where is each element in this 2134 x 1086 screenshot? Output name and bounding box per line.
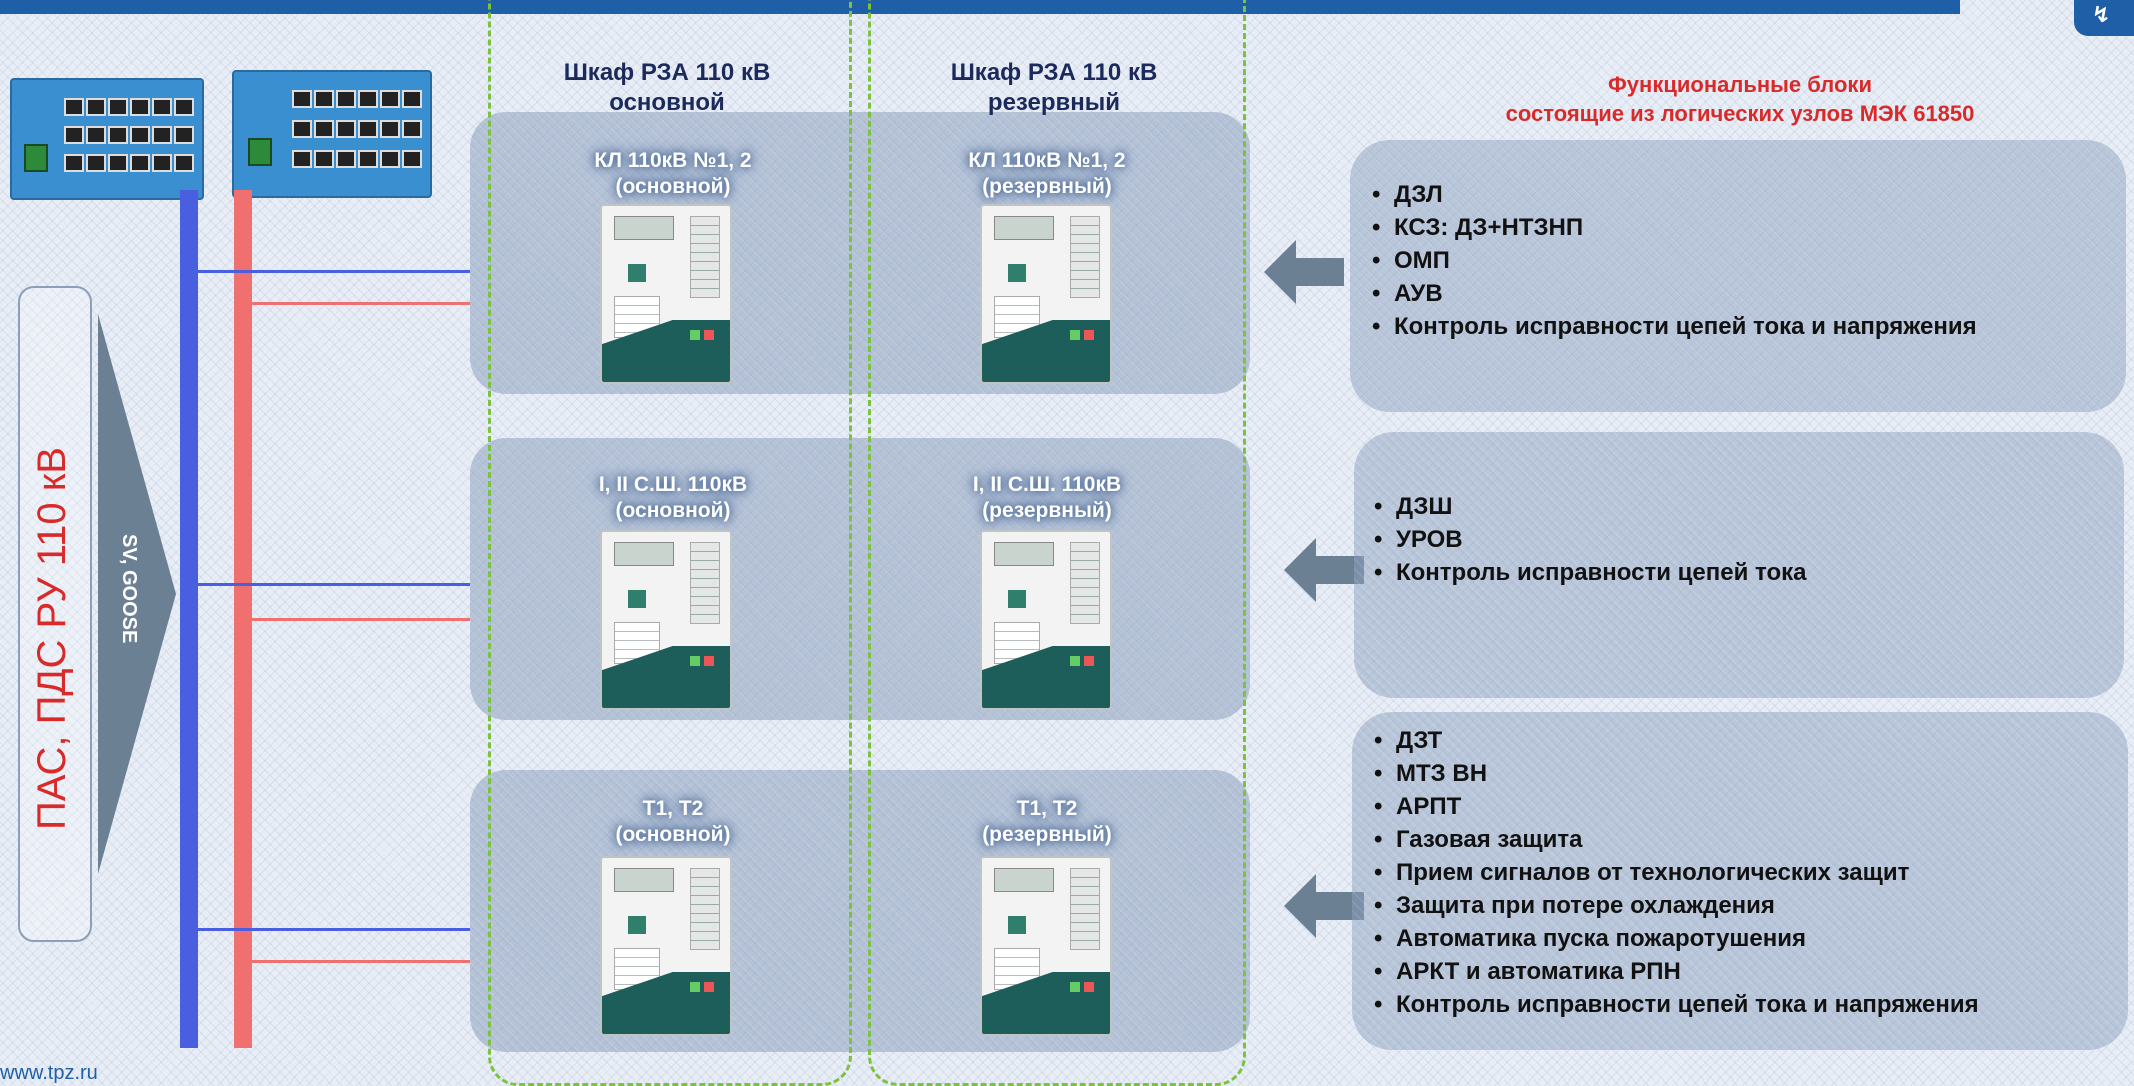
functional-block-lines: ДЗЛ КСЗ: ДЗ+НТЗНП ОМП АУВ Контроль испра… [1350, 140, 2126, 412]
device-label: КЛ 110кВ №1, 2(основной) [594, 149, 752, 198]
left-label-frame [18, 286, 92, 942]
left-label: ПАС, ПДС РУ 110 кВ [30, 447, 74, 830]
list-item: Защита при потере охлаждения [1374, 889, 1979, 922]
footer-url[interactable]: www.tpz.ru [0, 1062, 98, 1084]
relay-terminal-icon [980, 204, 1112, 384]
list-item: ДЗШ [1374, 490, 1807, 523]
device-label: Т1, Т2(основной) [615, 797, 731, 846]
relay-terminal-icon [980, 530, 1112, 710]
link-line [252, 618, 470, 621]
list-item: АРПТ [1374, 790, 1979, 823]
functional-blocks-title: Функциональные блоки состоящие из логиче… [1505, 72, 1975, 126]
list-item: КСЗ: ДЗ+НТЗНП [1372, 211, 1977, 244]
left-arrow-icon [1264, 240, 1344, 304]
arrow-label: SV, GOOSE [118, 534, 140, 644]
list-item: ОМП [1372, 244, 1977, 277]
list-item: Автоматика пуска пожаротушения [1374, 922, 1979, 955]
left-arrow-icon [1284, 874, 1364, 938]
list-item: ДЗТ [1374, 724, 1979, 757]
network-switch-icon [232, 70, 432, 198]
list-item: ДЗЛ [1372, 178, 1977, 211]
device-label: I, II С.Ш. 110кВ(резервный) [972, 473, 1122, 522]
list-item: АРКТ и автоматика РПН [1374, 955, 1979, 988]
left-arrow-icon [1284, 538, 1364, 602]
device-label: КЛ 110кВ №1, 2(резервный) [968, 149, 1126, 198]
functional-block-transformers: ДЗТ МТЗ ВН АРПТ Газовая защита Прием сиг… [1352, 712, 2128, 1050]
list-item: Контроль исправности цепей тока и напряж… [1374, 988, 1979, 1021]
corner-logo-icon: ↯ [2074, 0, 2134, 36]
link-line [198, 270, 470, 273]
link-line [252, 960, 470, 963]
relay-terminal-icon [980, 856, 1112, 1036]
relay-terminal-icon [600, 856, 732, 1036]
link-line [198, 928, 470, 931]
network-switch-icon [10, 78, 204, 200]
list-item: МТЗ ВН [1374, 757, 1979, 790]
relay-terminal-icon [600, 530, 732, 710]
functional-block-busbars: ДЗШ УРОВ Контроль исправности цепей тока [1354, 432, 2124, 698]
reserve-bus [234, 190, 252, 1048]
list-item: Контроль исправности цепей тока [1374, 556, 1807, 589]
list-item: АУВ [1372, 277, 1977, 310]
cabinet-primary-title: Шкаф РЗА 110 кВ основной [563, 59, 771, 116]
primary-bus [180, 190, 198, 1048]
link-line [252, 302, 470, 305]
relay-terminal-icon [600, 204, 732, 384]
device-row-band [470, 112, 1250, 394]
cabinet-reserve-title: Шкаф РЗА 110 кВ резервный [950, 59, 1158, 116]
link-line [198, 583, 470, 586]
list-item: Контроль исправности цепей тока и напряж… [1372, 310, 1977, 343]
list-item: Газовая защита [1374, 823, 1979, 856]
sv-goose-arrow-icon [98, 314, 176, 874]
device-label: Т1, Т2(резервный) [982, 797, 1112, 846]
device-label: I, II С.Ш. 110кВ(основной) [598, 473, 748, 522]
list-item: Прием сигналов от технологических защит [1374, 856, 1979, 889]
list-item: УРОВ [1374, 523, 1807, 556]
